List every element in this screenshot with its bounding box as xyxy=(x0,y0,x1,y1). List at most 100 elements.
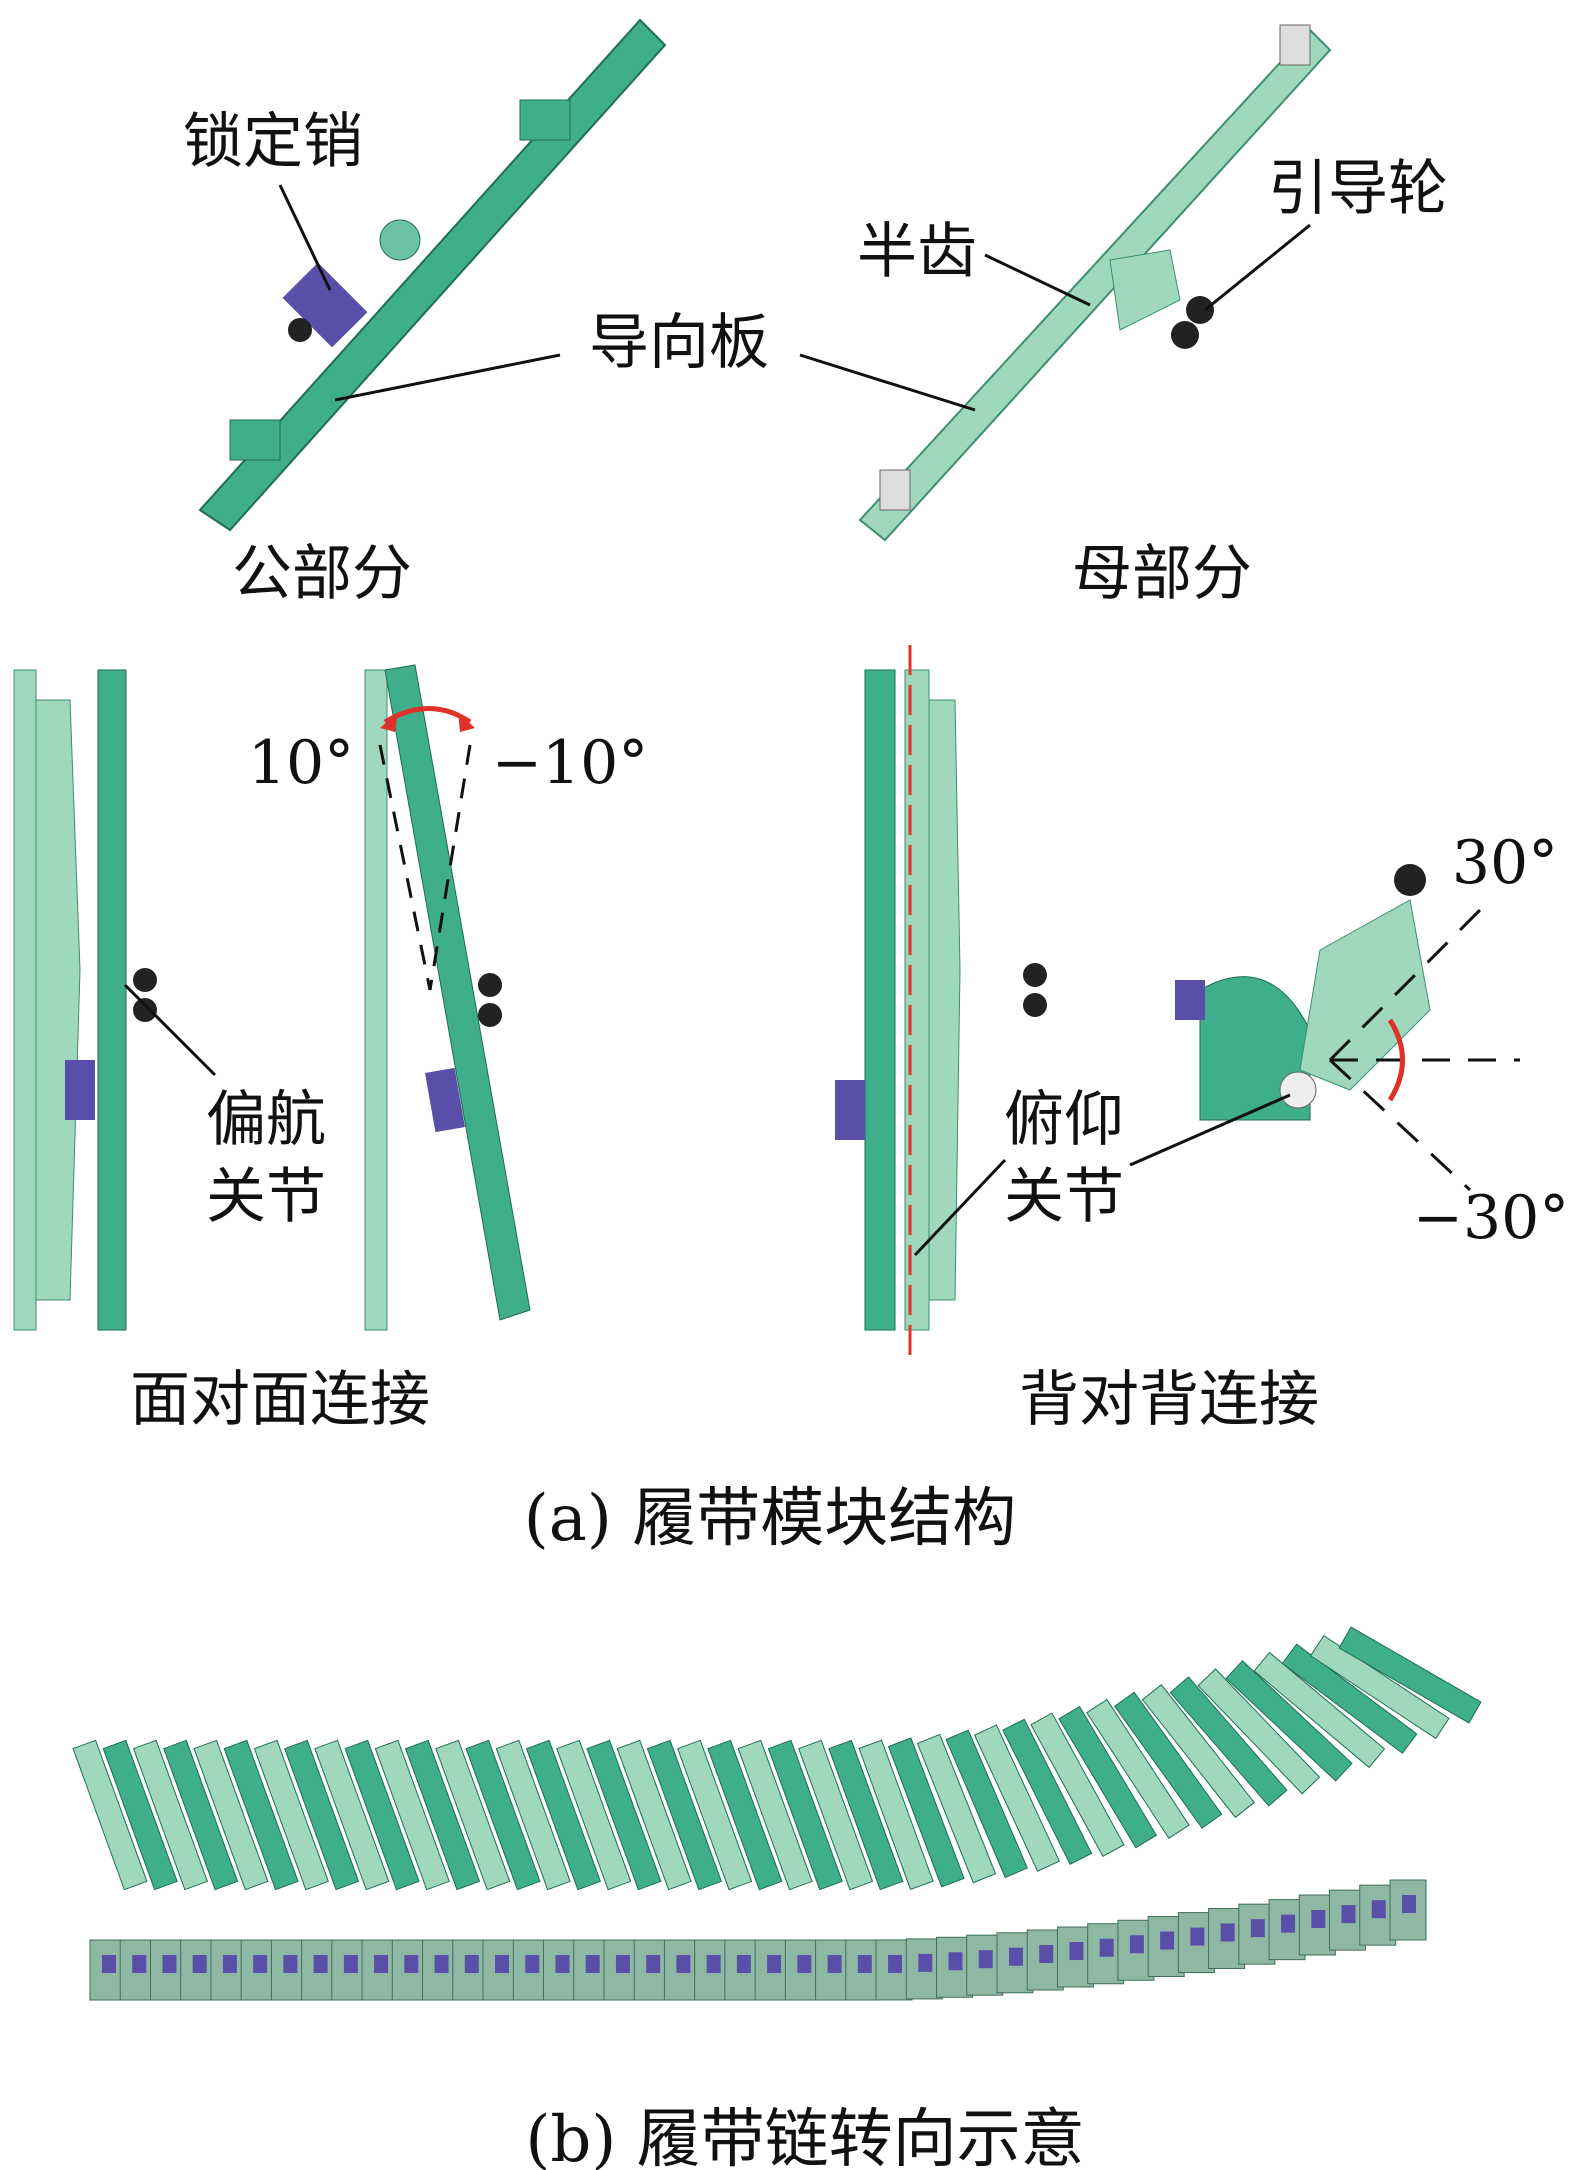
track-link xyxy=(616,1739,692,1891)
label-lock-pin: 锁定销 xyxy=(183,107,363,177)
track-link xyxy=(1002,1718,1093,1865)
track-link xyxy=(495,1739,571,1891)
lock-pin-mark xyxy=(857,1955,872,1973)
lock-pin-mark xyxy=(1039,1945,1054,1964)
lock-pin-mark xyxy=(525,1955,540,1973)
male-part-drawing xyxy=(198,18,667,532)
lock-pin-mark xyxy=(1160,1931,1175,1950)
track-link xyxy=(646,1739,722,1891)
lock-pin-mark xyxy=(918,1953,933,1972)
lock-pin-mark xyxy=(827,1955,842,1973)
lock-pin-mark xyxy=(948,1952,963,1971)
track-link xyxy=(707,1739,783,1891)
label-yaw-joint-2: 关节 xyxy=(206,1162,326,1232)
track-link xyxy=(435,1739,511,1891)
track-link xyxy=(314,1739,390,1891)
track-link xyxy=(344,1739,420,1891)
male-part-leaders xyxy=(278,184,561,402)
track-link xyxy=(193,1739,269,1891)
track-link xyxy=(132,1739,209,1891)
track-link xyxy=(102,1739,178,1891)
lock-pin-mark xyxy=(1402,1895,1416,1913)
lock-pin-mark xyxy=(1250,1919,1265,1938)
track-link xyxy=(828,1739,904,1891)
track-chain-drawing xyxy=(72,1626,1482,2001)
label-male-part: 公部分 xyxy=(232,539,412,609)
face-to-face-drawing xyxy=(13,664,531,1331)
label-yaw-joint-1: 偏航 xyxy=(206,1085,326,1155)
lock-pin-mark xyxy=(222,1955,237,1973)
lock-pin-mark xyxy=(615,1955,630,1973)
lock-pin-mark xyxy=(797,1955,812,1973)
lock-pin-mark xyxy=(1220,1923,1235,1942)
lock-pin-mark xyxy=(978,1950,993,1969)
track-link xyxy=(163,1739,239,1891)
lock-pin-mark xyxy=(1311,1909,1326,1928)
lock-pin-mark xyxy=(374,1955,389,1973)
track-link xyxy=(677,1739,753,1891)
track-link xyxy=(1113,1691,1223,1829)
lock-pin-mark xyxy=(1341,1905,1356,1924)
caption-b: (b) 履带链转向示意 xyxy=(525,2102,1085,2170)
label-yaw-neg: −10° xyxy=(491,728,649,798)
track-link xyxy=(1086,1698,1190,1839)
track-link xyxy=(1169,1676,1288,1807)
lock-pin-mark xyxy=(676,1955,691,1973)
lock-pin-mark xyxy=(1190,1927,1205,1946)
track-link xyxy=(1197,1668,1321,1795)
track-link xyxy=(858,1739,934,1891)
lock-pin-mark xyxy=(1099,1938,1114,1957)
track-link xyxy=(253,1739,329,1891)
track-link xyxy=(945,1729,1028,1879)
lock-pin-mark xyxy=(555,1955,570,1973)
track-link xyxy=(404,1739,481,1891)
label-guide-wheel: 引导轮 xyxy=(1268,154,1448,224)
lock-pin-mark xyxy=(464,1955,479,1973)
track-link xyxy=(1058,1705,1158,1849)
lock-pin-mark xyxy=(585,1955,600,1973)
track-link xyxy=(465,1739,541,1891)
lock-pin-mark xyxy=(102,1955,116,1973)
lock-pin-mark xyxy=(1371,1900,1386,1919)
track-link xyxy=(1253,1651,1386,1769)
label-face-to-face: 面对面连接 xyxy=(130,1365,430,1435)
lock-pin-mark xyxy=(706,1955,721,1973)
label-female-part: 母部分 xyxy=(1072,539,1252,609)
track-link xyxy=(586,1739,662,1891)
female-part-leaders xyxy=(799,223,1311,412)
lock-pin-mark xyxy=(495,1955,510,1973)
lock-pin-mark xyxy=(1008,1947,1023,1966)
lock-pin-mark xyxy=(646,1955,661,1973)
lock-pin-mark xyxy=(434,1955,449,1973)
track-link xyxy=(223,1739,299,1891)
label-pitch-pos: 30° xyxy=(1451,828,1559,898)
female-part-drawing xyxy=(858,24,1332,542)
lock-pin-mark xyxy=(253,1955,268,1973)
track-link xyxy=(1309,1634,1450,1740)
label-guide-plate: 导向板 xyxy=(589,308,769,378)
label-pitch-neg: −30° xyxy=(1412,1183,1570,1253)
label-yaw-pos: 10° xyxy=(247,728,355,798)
lock-pin-mark xyxy=(192,1955,207,1973)
lock-pin-mark xyxy=(767,1955,782,1973)
track-link xyxy=(525,1739,602,1891)
lock-pin-mark xyxy=(888,1954,903,1973)
lock-pin-mark xyxy=(404,1955,419,1973)
label-pitch-joint-1: 俯仰 xyxy=(1004,1085,1124,1155)
lock-pin-mark xyxy=(1281,1914,1296,1933)
back-to-back-drawing xyxy=(835,645,1520,1360)
lock-pin-mark xyxy=(162,1955,177,1973)
track-link xyxy=(737,1739,813,1891)
lock-pin-mark xyxy=(1129,1935,1144,1954)
track-link xyxy=(798,1739,874,1891)
lock-pin-mark xyxy=(736,1955,751,1973)
label-half-tooth: 半齿 xyxy=(857,217,977,287)
track-link xyxy=(284,1739,360,1891)
lock-pin-mark xyxy=(132,1955,147,1973)
track-link xyxy=(887,1737,965,1888)
track-link xyxy=(1141,1684,1255,1819)
label-pitch-joint-2: 关节 xyxy=(1004,1162,1124,1232)
lock-pin-mark xyxy=(283,1955,298,1973)
